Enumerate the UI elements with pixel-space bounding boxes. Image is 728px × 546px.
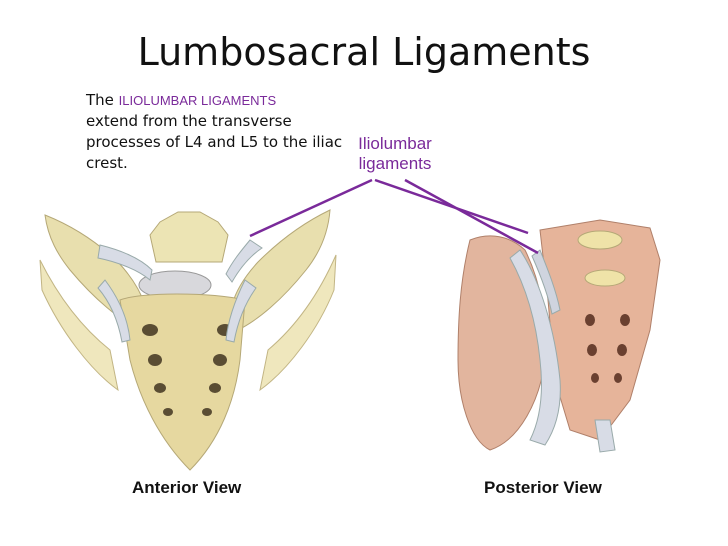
posterior-view-caption: Posterior View bbox=[484, 478, 602, 497]
iliolumbar-callout: Iliolumbar ligaments bbox=[340, 134, 450, 174]
leader-lines bbox=[249, 178, 539, 255]
callout-line-1: Iliolumbar bbox=[358, 134, 432, 153]
anterior-view-illustration bbox=[39, 209, 337, 471]
leader-line-posterior-2 bbox=[404, 178, 539, 255]
posterior-view-illustration bbox=[457, 219, 661, 453]
callout-line-2: ligaments bbox=[358, 154, 432, 173]
description-prefix: The bbox=[86, 91, 119, 109]
page-title: Lumbosacral Ligaments bbox=[137, 30, 591, 74]
description-text: The ILIOLUMBAR LIGAMENTS extend from the… bbox=[86, 90, 366, 174]
leader-line-anterior bbox=[249, 178, 373, 238]
anterior-view-caption: Anterior View bbox=[132, 478, 242, 497]
description-highlight: ILIOLUMBAR LIGAMENTS bbox=[118, 93, 277, 108]
description-rest: extend from the transverse processes of … bbox=[86, 112, 343, 172]
